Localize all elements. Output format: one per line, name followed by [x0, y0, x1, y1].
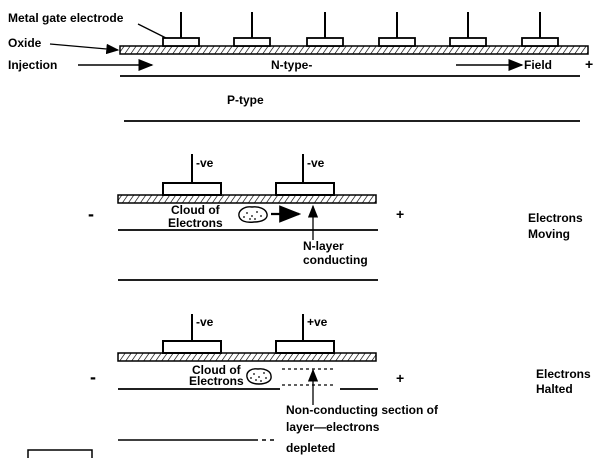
- moving-panel: -ve -ve - + Cloud of Electrons N-layer c…: [88, 154, 586, 281]
- halted-electron-cloud: [246, 368, 272, 385]
- moving-gate1-voltage: -ve: [196, 156, 214, 170]
- top-gate-electrode: [378, 12, 416, 47]
- halted-gate-electrode: [162, 314, 222, 354]
- top-gate-electrode: [233, 12, 271, 47]
- moving-oxide-layer: [117, 194, 377, 204]
- depleted-line2: layer—electrons: [286, 420, 380, 434]
- moving-gate-electrode: [162, 154, 222, 196]
- p-type-label: P-type: [227, 93, 264, 107]
- moving-gate2-voltage: -ve: [307, 156, 325, 170]
- moving-cloud-line1: Cloud of: [171, 203, 221, 217]
- halted-status-line1: Electrons: [536, 367, 591, 381]
- halted-oxide-layer: [117, 352, 377, 362]
- halted-cloud-line2: Electrons: [189, 374, 244, 388]
- n-layer-line1: N-layer: [303, 239, 344, 253]
- top-gate-electrode: [162, 12, 200, 47]
- halted-status-label: Electrons Halted: [536, 367, 594, 396]
- top-gate-electrode: [306, 12, 344, 47]
- field-label: Field: [524, 58, 552, 72]
- top-gate-electrode: [449, 12, 487, 47]
- depleted-line3: depleted: [286, 441, 335, 455]
- moving-status-line2: Moving: [528, 227, 570, 241]
- halted-gate1-voltage: -ve: [196, 315, 214, 329]
- halted-panel: -ve +ve - + Cloud of Electrons: [27, 314, 594, 458]
- metal-gate-leader: [137, 23, 167, 39]
- top-panel: Metal gate electrode Oxide Injection N-t…: [8, 11, 593, 122]
- halted-plus-sign: +: [396, 370, 404, 386]
- halted-status-line2: Halted: [536, 382, 573, 396]
- n-layer-label: N-layer conducting: [303, 239, 368, 267]
- halted-cloud-label: Cloud of Electrons: [189, 363, 244, 388]
- depleted-label: Non-conducting section of layer—electron…: [286, 403, 441, 455]
- moving-electron-cloud: [238, 206, 268, 223]
- top-gate-electrode: [521, 12, 559, 47]
- moving-status-label: Electrons Moving: [528, 211, 586, 241]
- halted-gate-electrode: [275, 314, 335, 354]
- top-oxide-layer: [119, 45, 589, 55]
- metal-gate-label: Metal gate electrode: [8, 11, 124, 25]
- oxide-leader-arrow: [49, 43, 120, 55]
- oxide-label: Oxide: [8, 36, 42, 50]
- moving-status-line1: Electrons: [528, 211, 583, 225]
- corner-box-fragment: [27, 449, 93, 458]
- halted-cloud-line1: Cloud of: [192, 363, 242, 377]
- halted-minus-sign: -: [90, 367, 96, 387]
- moving-gate-electrode: [275, 154, 335, 196]
- depleted-line1: Non-conducting section of: [286, 403, 439, 417]
- n-type-label: N-type-: [271, 58, 312, 72]
- top-plus-sign: +: [585, 56, 593, 72]
- moving-minus-sign: -: [88, 204, 94, 224]
- moving-cloud-line2: Electrons: [168, 216, 223, 230]
- moving-plus-sign: +: [396, 206, 404, 222]
- injection-label: Injection: [8, 58, 57, 72]
- moving-cloud-label: Cloud of Electrons: [168, 203, 223, 230]
- n-layer-line2: conducting: [303, 253, 368, 267]
- halted-gate2-voltage: +ve: [307, 315, 328, 329]
